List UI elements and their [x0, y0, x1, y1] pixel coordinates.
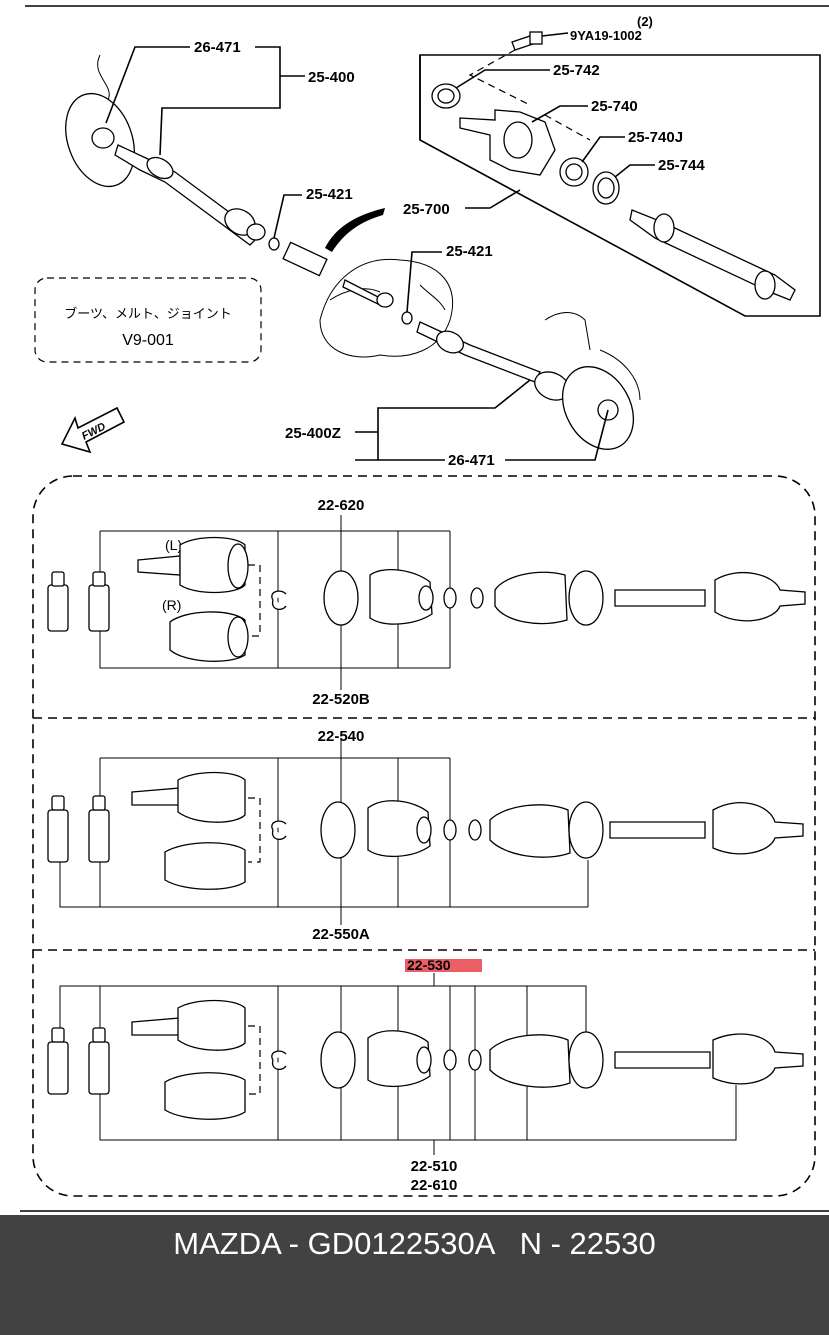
part-number-caption: MAZDA - GD0122530A N - 22530: [173, 1226, 656, 1261]
label-right: (R): [162, 597, 181, 613]
label-22-610: 22-610: [411, 1177, 458, 1194]
panel-22-540: 22-540 22-550A: [47, 728, 804, 943]
left-drive-shaft-assembly: [65, 54, 266, 246]
direction-arrow: [325, 208, 385, 252]
panel-22-620: 22-620 22-520B (L) (R): [47, 497, 806, 708]
label-25-742: 25-742: [553, 62, 600, 79]
panel-22-530: 22-530 22-510 22-610: [47, 957, 804, 1194]
right-drive-shaft-assembly: [342, 279, 641, 450]
highlight-22-530: [405, 959, 482, 972]
label-22-510: 22-510: [411, 1158, 458, 1175]
label-left: (L): [165, 537, 182, 553]
callout-25-421-b: 25-421: [406, 243, 493, 313]
label-9ya19-1002: 9YA19-1002: [570, 28, 642, 43]
label-22-520b: 22-520B: [312, 691, 370, 708]
label-9ya19-qty: (2): [637, 14, 653, 29]
note-line-2: V9-001: [122, 332, 174, 349]
kits-dashed-frame: [32, 475, 816, 1197]
label-26-471-bottom: 26-471: [448, 452, 495, 469]
label-22-620: 22-620: [318, 497, 365, 514]
label-22-550a: 22-550A: [312, 926, 370, 943]
footer-bar: [0, 1215, 829, 1335]
label-25-400: 25-400: [308, 69, 355, 86]
label-25-400z: 25-400Z: [285, 425, 341, 442]
parts-diagram: 26-471 25-400 25-421 25-421: [20, 5, 829, 1212]
label-25-421-b: 25-421: [446, 243, 493, 260]
note-line-1: ブーツ、メルト、ジョイント: [64, 306, 231, 321]
inset-25-700: (2) 9YA19-1002 25-742 25-740 25-740J 25-…: [403, 14, 821, 317]
callout-group-top-left: 26-471 25-400: [105, 39, 355, 156]
callout-group-bottom: 25-400Z 26-471: [285, 379, 609, 469]
label-26-471-top: 26-471: [194, 39, 241, 56]
label-25-421-a: 25-421: [306, 186, 353, 203]
callout-25-421-a: 25-421: [268, 186, 353, 251]
note-box: ブーツ、メルト、ジョイント V9-001: [34, 277, 262, 363]
label-25-740j: 25-740J: [628, 129, 683, 146]
label-25-744: 25-744: [658, 157, 705, 174]
label-25-740: 25-740: [591, 98, 638, 115]
fwd-label: FWD: [80, 421, 108, 443]
label-22-530: 22-530: [407, 957, 451, 973]
fwd-arrow: FWD: [60, 406, 126, 454]
label-25-700: 25-700: [403, 201, 450, 218]
label-22-540: 22-540: [318, 728, 365, 745]
